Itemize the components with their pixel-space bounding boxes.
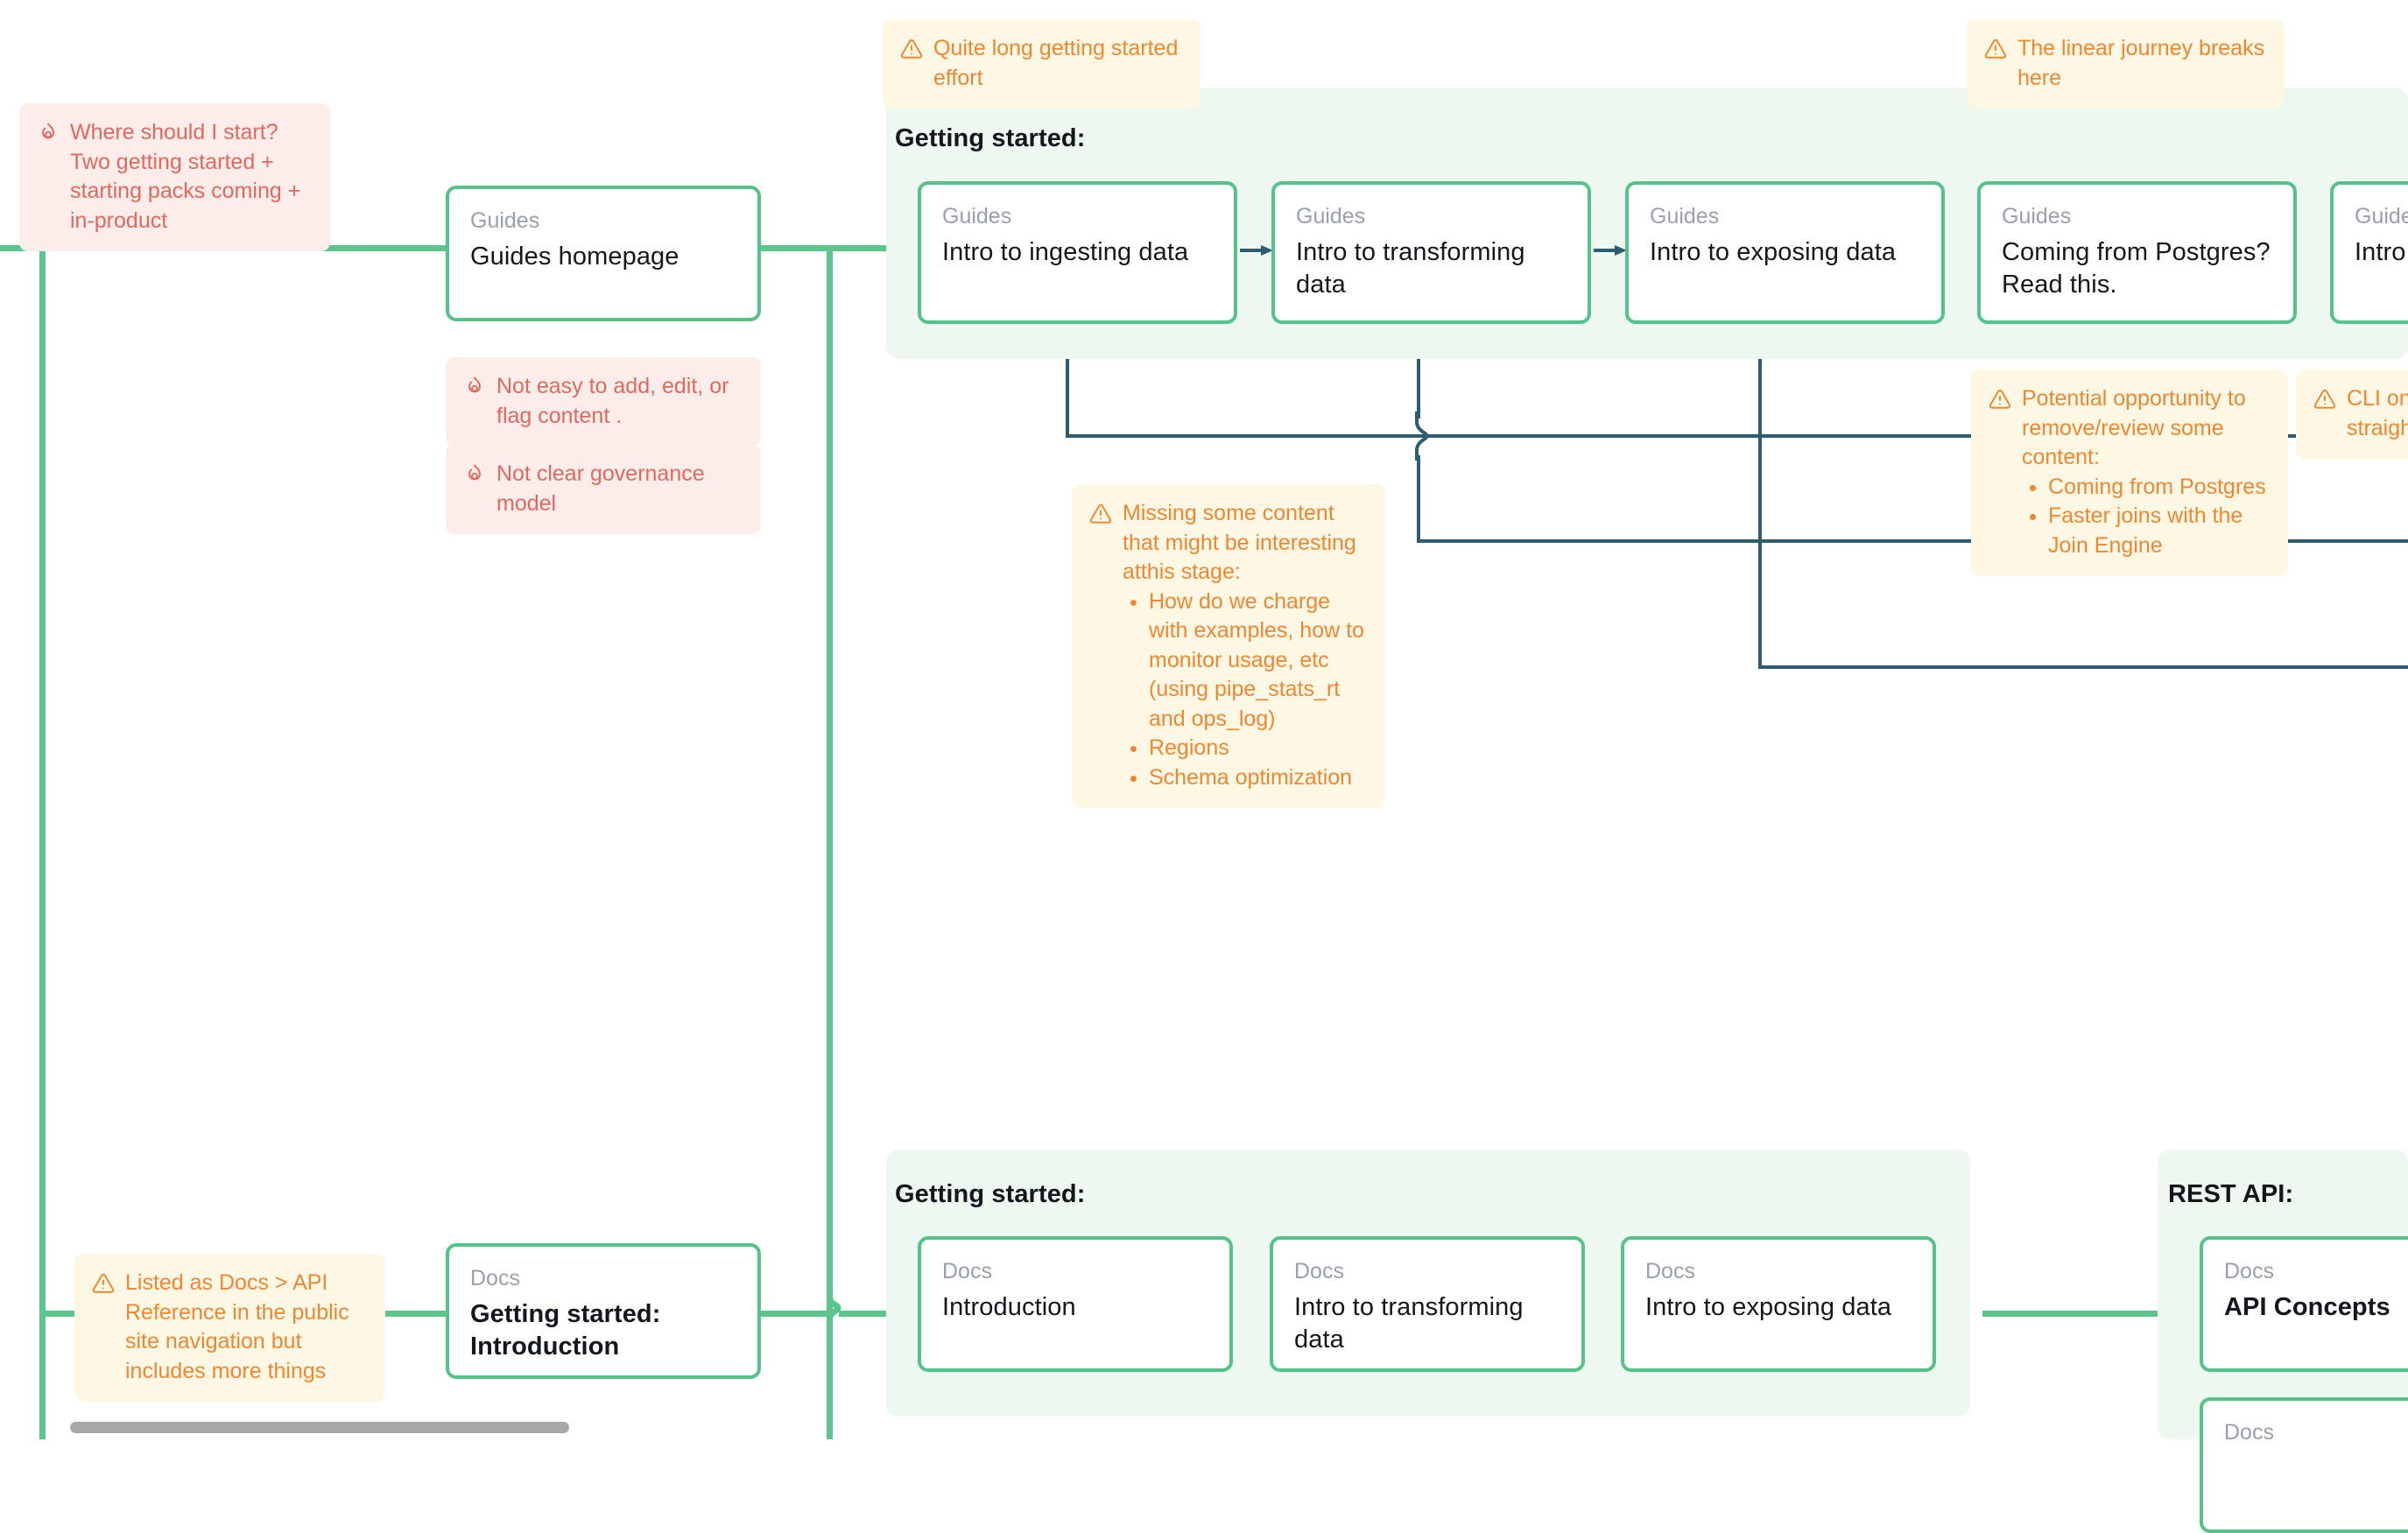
node-title: Intro to transforming data — [1294, 1292, 1524, 1354]
note-text: Not easy to add, edit, or flag content . — [496, 374, 729, 428]
node-card-docs-getting-started-intro[interactable]: Docs Getting started: Introduction — [446, 1243, 761, 1379]
connector-dark-v-transforming-lower — [1417, 455, 1420, 543]
node-kicker: Guides — [1296, 204, 1366, 229]
node-kicker: Guides — [2002, 204, 2072, 229]
connector-dark-h-ingesting-right — [1401, 434, 2408, 438]
connector-dark-h-transforming — [1417, 539, 2408, 543]
node-kicker: Docs — [942, 1259, 992, 1283]
node-kicker: Guides — [942, 204, 1012, 229]
node-kicker: Guides — [1650, 204, 1720, 229]
note-text: Not clear governance model — [496, 461, 705, 516]
node-card-docs-intro-transforming[interactable]: Docs Intro to transforming data — [1270, 1236, 1585, 1372]
node-title: Intro to transforming data — [1296, 237, 1525, 299]
node-card-coming-from-postgres[interactable]: Guides Coming from Postgres? Read this. — [1977, 181, 2297, 324]
node-title: Introduction — [942, 1292, 1076, 1321]
arrow-transforming-to-exposing — [1594, 245, 1627, 256]
node-title: API Concepts — [2224, 1292, 2390, 1321]
arrow-ingesting-to-transforming — [1240, 245, 1273, 256]
note-text: Potential opportunity to remove/review s… — [2022, 386, 2246, 469]
connector-dark-v-transforming — [1417, 327, 1420, 418]
node-title: Intro to — [2355, 237, 2408, 266]
fire-icon — [463, 376, 486, 431]
fire-icon — [37, 122, 60, 236]
note-text: CLI onboa and flow straightfo — [2347, 386, 2408, 440]
note-bullet: How do we charge with examples, how to m… — [1149, 587, 1368, 735]
connector-green-h-restapi — [1982, 1311, 2158, 1317]
note-text: Listed as Docs > API Reference in the pu… — [125, 1270, 349, 1383]
node-kicker: Guides — [2355, 204, 2408, 229]
connector-green-h-bottom-row-b — [839, 1311, 926, 1317]
note-text: The linear journey breaks here — [2017, 36, 2265, 90]
note-listed-as-docs-api-reference[interactable]: Listed as Docs > API Reference in the pu… — [74, 1254, 385, 1402]
note-bullet: Coming from Postgres — [2048, 473, 2271, 503]
group-title-guides-getting-started: Getting started: — [895, 124, 1086, 152]
fire-icon — [463, 463, 486, 518]
note-cli-onboarding[interactable]: CLI onboa and flow straightfo — [2296, 369, 2408, 459]
warning-triangle-icon — [1984, 38, 2007, 93]
horizontal-scrollbar-thumb[interactable] — [70, 1422, 569, 1433]
warning-triangle-icon — [92, 1272, 115, 1386]
note-where-should-i-start[interactable]: Where should I start? Two getting starte… — [19, 103, 330, 251]
warning-triangle-icon — [900, 38, 923, 93]
connector-green-h-bottom-row-a — [758, 1311, 828, 1317]
node-card-intro-clipped[interactable]: Guides Intro to — [2330, 181, 2408, 324]
node-title: Intro to exposing data — [1650, 237, 1897, 266]
note-quite-long-getting-started[interactable]: Quite long getting started effort — [883, 19, 1200, 109]
warning-triangle-icon — [1089, 503, 1112, 792]
group-title-docs-rest-api: REST API: — [2168, 1180, 2294, 1208]
connector-green-v-left-spine — [39, 245, 46, 1439]
connector-dark-h-exposing — [1758, 665, 2408, 669]
node-card-docs-introduction[interactable]: Docs Introduction — [918, 1236, 1233, 1372]
node-title: Getting started: Introduction — [470, 1299, 661, 1361]
node-card-docs-api-concepts[interactable]: Docs API Concepts — [2200, 1236, 2408, 1372]
connector-dark-v-exposing — [1758, 327, 1762, 669]
note-bullet-list: Coming from Postgres Faster joins with t… — [2022, 473, 2271, 561]
note-bullet: Regions — [1149, 734, 1368, 763]
horizontal-scrollbar-track[interactable] — [0, 1417, 2408, 1439]
node-kicker: Docs — [1645, 1259, 1695, 1283]
node-kicker: Docs — [1294, 1259, 1344, 1283]
note-bullet: Schema optimization — [1149, 763, 1368, 793]
node-card-guides-homepage[interactable]: Guides Guides homepage — [446, 186, 761, 321]
node-kicker: Docs — [470, 1266, 520, 1290]
node-card-intro-transforming[interactable]: Guides Intro to transforming data — [1271, 181, 1591, 324]
note-linear-journey-breaks[interactable]: The linear journey breaks here — [1967, 19, 2285, 109]
note-not-clear-governance[interactable]: Not clear governance model — [446, 445, 761, 534]
note-missing-some-content[interactable]: Missing some content that might be inter… — [1072, 484, 1385, 808]
note-text: Quite long getting started effort — [933, 36, 1179, 90]
warning-triangle-icon — [1989, 388, 2011, 560]
node-title: Intro to exposing data — [1645, 1292, 1892, 1321]
connector-green-v-mid-spine — [827, 245, 833, 1439]
node-card-intro-ingesting[interactable]: Guides Intro to ingesting data — [918, 181, 1237, 324]
node-title: Guides homepage — [470, 242, 679, 271]
warning-triangle-icon — [2313, 388, 2336, 443]
node-title: Coming from Postgres? Read this. — [2002, 237, 2271, 299]
note-bullet: Faster joins with the Join Engine — [2048, 502, 2271, 560]
connector-dark-h-ingesting — [1066, 434, 1407, 438]
note-potential-opportunity-remove[interactable]: Potential opportunity to remove/review s… — [1971, 369, 2288, 576]
note-bullet-list: How do we charge with examples, how to m… — [1123, 587, 1368, 793]
group-title-docs-getting-started: Getting started: — [895, 1180, 1086, 1208]
node-card-docs-intro-exposing[interactable]: Docs Intro to exposing data — [1621, 1236, 1936, 1372]
node-kicker: Guides — [470, 208, 540, 233]
connector-dark-v-ingesting — [1066, 327, 1069, 435]
node-title: Intro to ingesting data — [942, 237, 1189, 266]
note-text: Where should I start? Two getting starte… — [70, 120, 301, 233]
note-not-easy-to-add-edit[interactable]: Not easy to add, edit, or flag content . — [446, 357, 761, 447]
node-card-intro-exposing[interactable]: Guides Intro to exposing data — [1625, 181, 1945, 324]
node-kicker: Docs — [2224, 1259, 2274, 1283]
note-text: Missing some content that might be inter… — [1123, 501, 1356, 584]
